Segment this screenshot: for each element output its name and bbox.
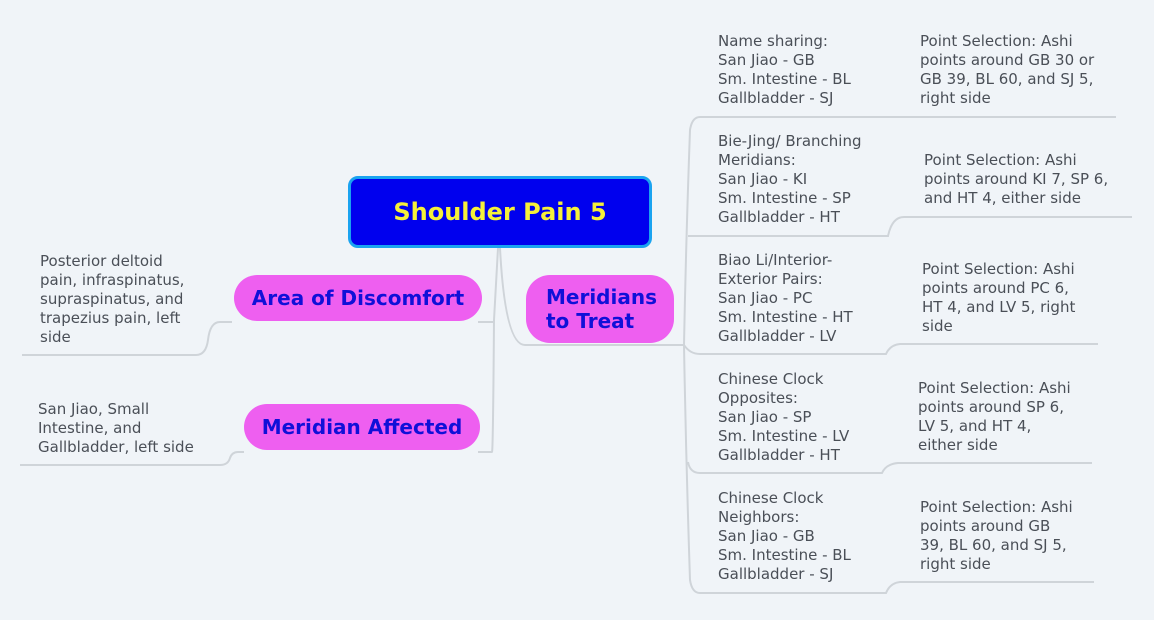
branch-label: Meridian Affected: [261, 415, 463, 439]
branch-meridian-affected[interactable]: Meridian Affected: [244, 404, 480, 450]
connector-child-4: [687, 461, 1092, 474]
area-of-discomfort-detail: Posterior deltoid pain, infraspinatus, s…: [40, 252, 185, 346]
connector-root-right: [499, 247, 684, 346]
connector-area-detail: [22, 321, 232, 356]
connector-right-spine-lower: [683, 344, 1094, 594]
treat-points-biao-li: Point Selection: Ashi points around PC 6…: [922, 260, 1076, 335]
treat-points-clock-neighbors: Point Selection: Ashi points around GB 3…: [920, 498, 1073, 573]
treat-category-name-sharing: Name sharing: San Jiao - GB Sm. Intestin…: [718, 32, 851, 107]
treat-points-clock-opposites: Point Selection: Ashi points around SP 6…: [918, 379, 1071, 454]
treat-points-bie-jing: Point Selection: Ashi points around KI 7…: [924, 151, 1109, 207]
branch-area-of-discomfort[interactable]: Area of Discomfort: [234, 275, 482, 321]
root-title: Shoulder Pain 5: [393, 198, 607, 226]
connector-child-3: [683, 343, 1098, 355]
connector-right-spine: [683, 116, 1116, 346]
branch-label: Area of Discomfort: [251, 286, 465, 310]
treat-points-name-sharing: Point Selection: Ashi points around GB 3…: [920, 32, 1095, 107]
branch-meridians-to-treat[interactable]: Meridians to Treat: [526, 275, 674, 343]
treat-category-biao-li: Biao Li/Interior- Exterior Pairs: San Ji…: [718, 251, 853, 345]
root-node[interactable]: Shoulder Pain 5: [348, 176, 652, 248]
connector-child-2: [688, 216, 1132, 237]
treat-category-clock-opposites: Chinese Clock Opposites: San Jiao - SP S…: [718, 370, 850, 464]
connector-root-left: [478, 247, 499, 453]
treat-category-bie-jing: Bie-Jing/ Branching Meridians: San Jiao …: [718, 132, 862, 226]
meridian-affected-detail: San Jiao, Small Intestine, and Gallbladd…: [38, 400, 194, 456]
connector-meridian-detail: [20, 451, 244, 466]
branch-label: Meridians to Treat: [546, 285, 657, 333]
treat-category-clock-neighbors: Chinese Clock Neighbors: San Jiao - GB S…: [718, 489, 851, 583]
